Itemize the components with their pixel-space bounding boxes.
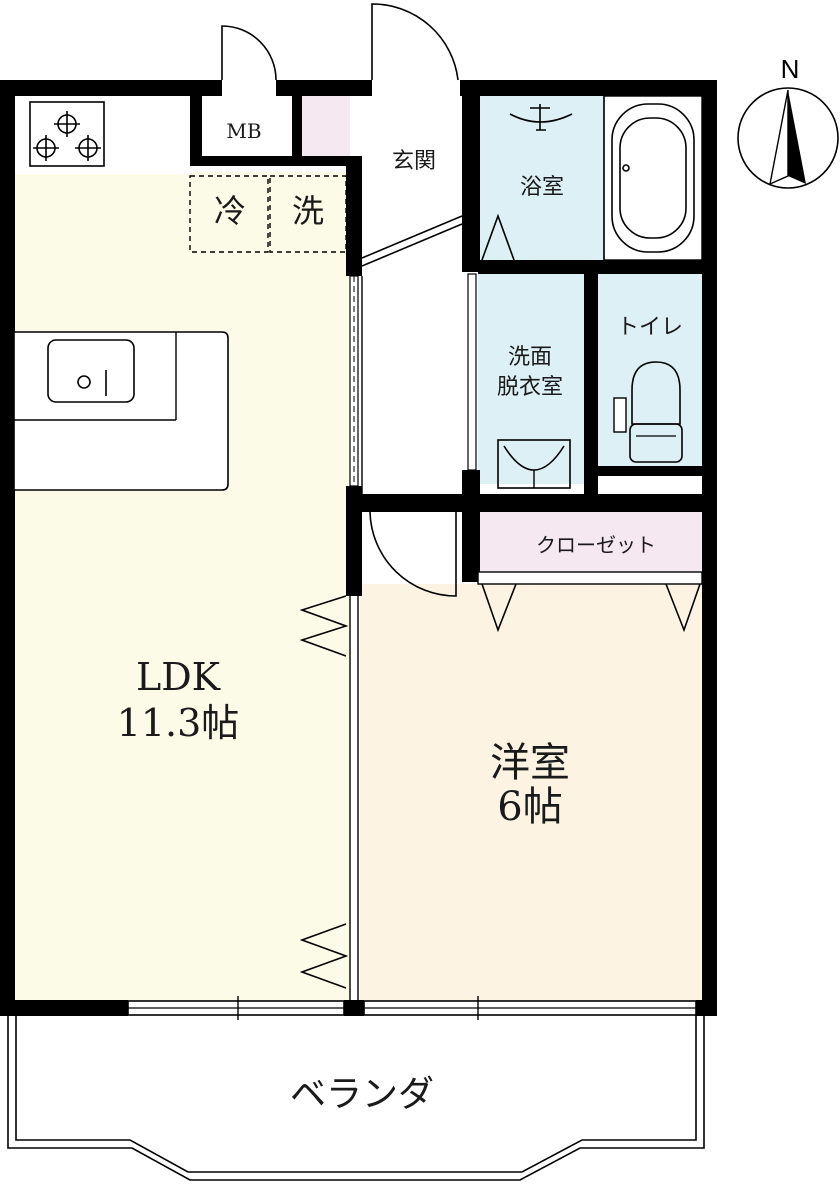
- shower-icon: [509, 104, 573, 131]
- wall-hall-wet-lower: [462, 470, 480, 582]
- wall-right: [702, 80, 717, 1016]
- wall-ldk-hall-mid: [346, 486, 362, 512]
- wall-top-mid: [276, 80, 372, 96]
- entrance-door: [371, 3, 459, 81]
- wall-top-left: [0, 80, 222, 96]
- washer-space: [269, 175, 347, 253]
- toilet-label: トイレ: [617, 315, 683, 340]
- pink-shaft: [300, 96, 350, 158]
- wall-bottom-left: [0, 1000, 128, 1016]
- ldk-label: LDK: [136, 655, 221, 699]
- western-room-label: 洋室: [490, 740, 570, 786]
- closet-door-left: [481, 583, 517, 633]
- closet-door-right: [665, 583, 701, 633]
- bathtub-icon: [603, 95, 703, 261]
- entrance-step: [361, 215, 463, 267]
- wall-mb-right: [292, 96, 302, 162]
- folding-door-lower: [299, 920, 351, 1000]
- north-arrow-icon: [788, 90, 806, 184]
- ldk-floor: [14, 172, 350, 1002]
- wall-ldk-hall-upper: [346, 156, 362, 276]
- wall-mb-left: [190, 96, 202, 162]
- veranda-label: ベランダ: [290, 1074, 434, 1115]
- washer-label: 洗: [292, 192, 324, 230]
- sink-icon: [47, 339, 135, 403]
- folding-door-upper: [299, 595, 359, 1000]
- wash-basin-icon: [497, 439, 571, 489]
- closet-rail: [477, 571, 703, 585]
- western-door: [369, 511, 457, 597]
- wall-bottom-right: [696, 1000, 717, 1016]
- wall-wash-toilet: [584, 260, 598, 506]
- washroom-slider: [467, 273, 477, 471]
- wall-bottom-mid: [344, 1000, 364, 1016]
- veranda-outline-inner: [15, 1012, 697, 1173]
- stove-icon: [29, 101, 105, 167]
- ldk-size-label: 11.3帖: [117, 701, 240, 745]
- mb-label: MB: [226, 119, 261, 143]
- wall-ldk-western: [346, 512, 362, 596]
- closet-label: クローゼット: [536, 533, 656, 557]
- fridge-space: [189, 175, 269, 253]
- entrance-label: 玄関: [392, 149, 436, 174]
- washroom-label-line1: 洗面: [508, 345, 552, 370]
- western-room-floor: [360, 584, 702, 1002]
- bath-door: [481, 213, 515, 261]
- wall-hall-wet: [462, 96, 480, 272]
- wall-mb-bottom: [190, 156, 362, 166]
- washroom-label-line2: 脱衣室: [497, 375, 563, 400]
- compass: N: [737, 54, 839, 189]
- wall-top-right: [460, 80, 717, 96]
- toilet-icon: [613, 361, 683, 463]
- window-ldk: [127, 996, 345, 1020]
- wall-wet-bottom: [478, 494, 702, 512]
- toilet-floor: [596, 272, 702, 468]
- wall-toilet-bottom: [596, 466, 702, 476]
- veranda-outline: [7, 1012, 705, 1181]
- washroom-floor: [478, 272, 584, 484]
- bath-label: 浴室: [520, 175, 564, 200]
- fridge-label: 冷: [214, 192, 246, 230]
- mb-door: [221, 25, 277, 81]
- western-size-label: 6帖: [497, 784, 562, 830]
- kitchen-island: [13, 331, 229, 491]
- window-western: [363, 996, 697, 1020]
- wall-hall-bottom: [360, 494, 462, 512]
- wall-left: [0, 80, 15, 1016]
- compass-label: N: [781, 54, 800, 84]
